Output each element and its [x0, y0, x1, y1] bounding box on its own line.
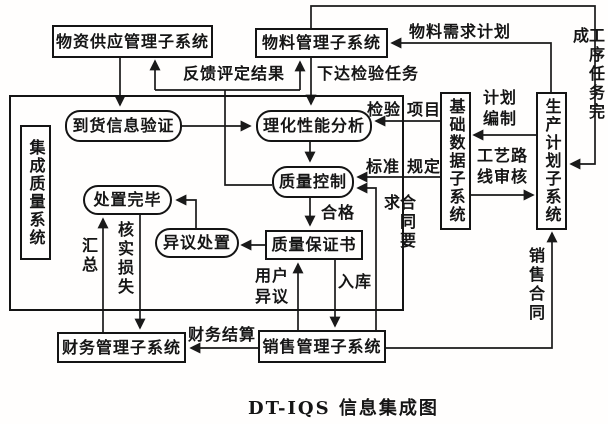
node-quality-control: 质量控制: [272, 166, 354, 198]
node-disposal-complete: 处置完毕: [83, 185, 172, 215]
label-process-task-complete: 工序任务完成: [570, 27, 605, 122]
node-objection-handling: 异议处置: [155, 228, 239, 258]
node-quality-certificate: 质量保证书: [265, 230, 363, 260]
label-warehousing: 入库: [338, 272, 373, 291]
node-label: 生产计划子系统: [542, 98, 562, 224]
label-verify-loss: 核实损失: [115, 221, 134, 297]
node-label: 质量保证书: [271, 235, 357, 254]
arrow-sales-to-prodplan: [385, 231, 558, 349]
node-finance-mgmt-subsystem: 财务管理子系统: [57, 332, 186, 363]
label-items: 项目: [407, 100, 442, 119]
label-contract-requirement: 合同要求: [381, 194, 416, 251]
label-user-objection: 用户 异议: [255, 266, 290, 306]
line-feedback-riser: [224, 90, 272, 186]
label-process-route-review: 工艺路 线审核: [477, 146, 529, 186]
label-issue-inspection-task: 下达检验任务: [317, 64, 420, 83]
label-financial-settlement: 财务结算: [188, 325, 257, 344]
node-arrival-info-verification: 到货信息验证: [65, 110, 182, 142]
arrow-objection-to-disposal: [175, 194, 197, 228]
label-feedback-evaluation-result: 反馈评定结果: [183, 64, 286, 83]
label-summarize: 汇总: [79, 237, 98, 275]
node-production-plan-subsystem: 生产计划子系统: [536, 92, 567, 230]
label-standard: 标准: [366, 157, 401, 176]
node-label: 异议处置: [162, 233, 231, 252]
node-label: 到货信息验证: [72, 116, 175, 135]
node-label: 物资供应管理子系统: [55, 31, 209, 51]
node-basic-data-subsystem: 基础数据子系统: [440, 92, 471, 230]
node-label: 质量控制: [278, 172, 347, 191]
node-material-mgmt-subsystem: 物料管理子系统: [255, 28, 388, 58]
label-plan-compilation: 计划 编制: [483, 88, 518, 128]
arrow-material-to-prodplan-top: [310, 5, 596, 170]
node-label: 物料管理子系统: [261, 33, 381, 52]
node-label: 理化性能分析: [262, 116, 365, 135]
node-material-supply-subsystem: 物资供应管理子系统: [52, 25, 213, 58]
node-label: 处置完毕: [93, 190, 162, 209]
label-stipulation: 规定: [407, 157, 442, 176]
node-label: 销售管理子系统: [262, 336, 382, 356]
system-boundary-box: [9, 95, 404, 311]
node-label: 集成质量系统: [26, 138, 46, 247]
diagram-title: DT-IQS 信息集成图: [248, 398, 439, 419]
node-label: 财务管理子系统: [61, 337, 181, 357]
label-material-requirement-plan: 物料需求计划: [409, 22, 512, 41]
node-label: 基础数据子系统: [446, 98, 466, 224]
label-qualified: 合格: [321, 203, 356, 222]
node-sales-mgmt-subsystem: 销售管理子系统: [258, 330, 386, 363]
label-sales-contract: 销售合同: [526, 247, 545, 323]
arrow-prodplan-to-material: [390, 37, 552, 92]
arrow-sales-to-qc-contract: [356, 182, 377, 330]
label-inspection: 检验: [367, 100, 402, 119]
node-integrated-quality-system: 集成质量系统: [20, 125, 51, 260]
node-physchem-analysis: 理化性能分析: [256, 110, 372, 142]
